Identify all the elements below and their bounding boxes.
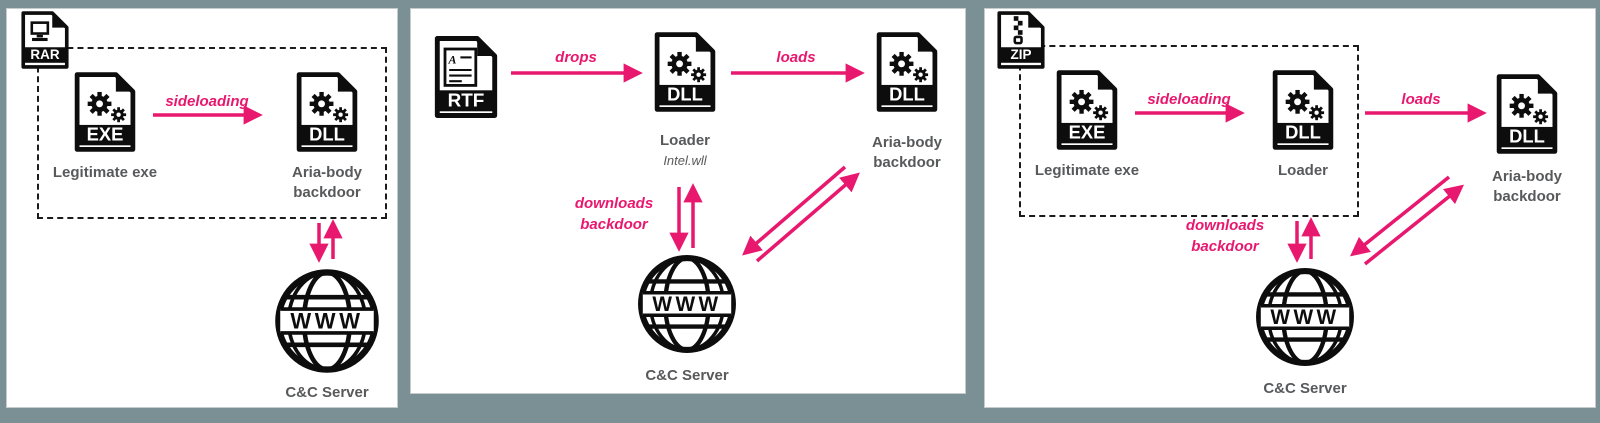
www-band-label: WWW xyxy=(290,308,363,333)
sideloading-group-box xyxy=(1019,45,1359,217)
panel-zip-infection-chain: ZIP EXE DLL DLL WWW Leg xyxy=(984,8,1596,408)
backdoor-to-server-arrow xyxy=(742,165,847,256)
legitimate-exe-label: Legitimate exe xyxy=(52,164,158,181)
rar-band-label: RAR xyxy=(30,47,59,62)
dll-band-label: DLL xyxy=(889,84,925,105)
dll-band-label: DLL xyxy=(309,124,345,145)
aria-body-label-line2: backdoor xyxy=(1493,188,1561,205)
rtf-file-icon: A RTF xyxy=(434,36,498,118)
dll-band-label: DLL xyxy=(667,84,703,105)
downloads-backdoor-label: downloads backdoor xyxy=(1186,215,1264,257)
zip-archive-icon: ZIP xyxy=(997,11,1045,69)
www-band-label: WWW xyxy=(1270,306,1339,329)
aria-body-label-line1: Aria-body xyxy=(1491,168,1563,185)
rar-archive-icon: RAR xyxy=(21,11,69,69)
svg-text:A: A xyxy=(448,53,457,67)
loader-label: Loader Intel.wll xyxy=(660,131,710,171)
zipper-icon xyxy=(1013,16,1023,45)
loader-filename-label: Intel.wll xyxy=(663,153,707,168)
downloads-label-line1: downloads xyxy=(1185,217,1265,234)
loads-label: loads xyxy=(1401,91,1441,108)
loads-label: loads xyxy=(776,49,816,66)
aria-body-label: Aria-body backdoor xyxy=(872,133,942,173)
aria-body-label-line2: backdoor xyxy=(873,154,941,171)
gear-icon xyxy=(88,92,112,116)
computer-icon xyxy=(30,21,50,42)
gear-icon-small xyxy=(1091,103,1110,122)
gear-icon-small xyxy=(1307,103,1326,122)
sideloading-label: sideloading xyxy=(1147,91,1231,108)
rtf-band-label: RTF xyxy=(448,90,485,111)
gear-icon xyxy=(1286,90,1310,114)
sideloading-group-box xyxy=(37,47,387,219)
gear-icon-small xyxy=(1531,107,1550,126)
aria-body-label-line1: Aria-body xyxy=(291,164,363,181)
dll-band-label: DLL xyxy=(1509,126,1545,147)
backdoor-to-server-arrow xyxy=(1349,175,1451,257)
dll-band-label: DLL xyxy=(1285,122,1321,143)
downloads-label-line1: downloads xyxy=(574,195,654,212)
aria-body-label-line2: backdoor xyxy=(293,184,361,201)
www-band-label: WWW xyxy=(652,293,721,316)
cnc-server-label: C&C Server xyxy=(1263,380,1347,397)
aria-body-label: Aria-body backdoor xyxy=(292,163,362,203)
exe-band-label: EXE xyxy=(1069,122,1106,143)
aria-body-label-line1: Aria-body xyxy=(871,134,943,151)
gear-icon xyxy=(1510,94,1534,118)
loader-label: Loader xyxy=(1277,162,1329,179)
gear-icon-small xyxy=(689,65,708,84)
loader-label-line1: Loader xyxy=(659,132,711,149)
document-text-graphic: A xyxy=(443,47,478,87)
cnc-server-label: C&C Server xyxy=(285,384,369,401)
cnc-server-globe-icon: WWW xyxy=(1256,268,1354,366)
legitimate-exe-label: Legitimate exe xyxy=(1034,162,1140,179)
aria-body-dll-file-icon: DLL xyxy=(1496,74,1558,154)
gear-icon-small xyxy=(911,65,930,84)
gear-icon xyxy=(1070,90,1094,114)
downloads-label-line2: backdoor xyxy=(1191,238,1259,255)
aria-body-dll-file-icon: DLL xyxy=(876,32,938,112)
server-to-backdoor-arrow xyxy=(1363,184,1465,266)
panel-rar-infection-chain: RAR EXE DLL WWW Legitimate exe sideloadi… xyxy=(6,8,398,408)
downloads-label-line2: backdoor xyxy=(580,216,648,233)
loader-dll-file-icon: DLL xyxy=(654,32,716,112)
loader-dll-file-icon: DLL xyxy=(1272,70,1334,150)
cnc-server-globe-icon: WWW xyxy=(275,269,379,373)
server-to-backdoor-arrow xyxy=(755,172,860,263)
exe-file-icon: EXE xyxy=(1056,70,1118,150)
gear-icon-small xyxy=(109,105,128,124)
cnc-server-label: C&C Server xyxy=(645,367,729,384)
gear-icon xyxy=(890,52,914,76)
gear-icon-small xyxy=(331,105,350,124)
downloads-backdoor-label: downloads backdoor xyxy=(575,193,653,235)
cnc-server-globe-icon: WWW xyxy=(638,255,736,353)
aria-body-label: Aria-body backdoor xyxy=(1492,167,1562,207)
zip-band-label: ZIP xyxy=(1011,47,1032,62)
gear-icon xyxy=(310,92,334,116)
dll-file-icon: DLL xyxy=(296,72,358,152)
gear-icon xyxy=(668,52,692,76)
panel-rtf-infection-chain: A RTF DLL DLL WWW dr xyxy=(410,8,966,394)
exe-band-label: EXE xyxy=(87,124,124,145)
drops-label: drops xyxy=(555,49,597,66)
exe-file-icon: EXE xyxy=(74,72,136,152)
sideloading-label: sideloading xyxy=(165,93,249,110)
